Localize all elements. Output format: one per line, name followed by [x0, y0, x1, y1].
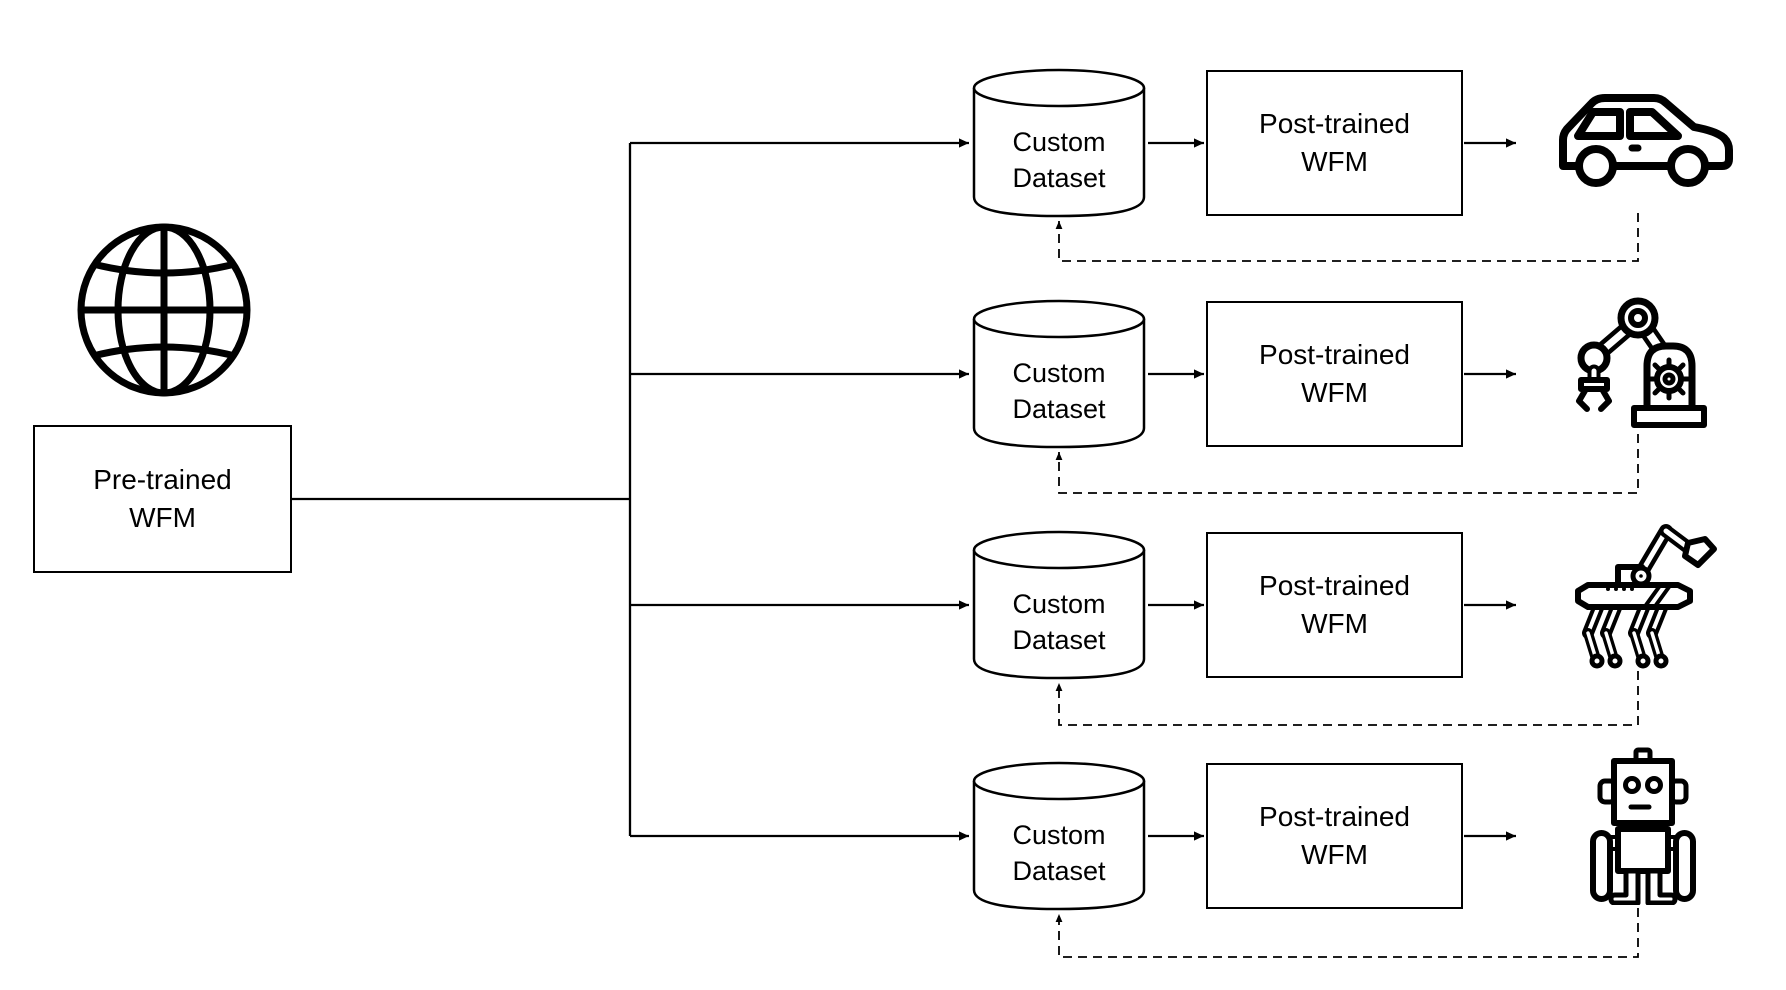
cylinder-shape	[972, 68, 1146, 218]
custom-dataset-cylinder-row4: Custom Dataset	[971, 760, 1147, 912]
custom-dataset-label: Custom Dataset	[971, 105, 1147, 215]
post-trained-wfm-label-line2: WFM	[1301, 608, 1368, 639]
custom-dataset-label-line2: Dataset	[1012, 856, 1106, 886]
custom-dataset-label-line2: Dataset	[1012, 625, 1106, 655]
pretrained-wfm-label-line1: Pre-trained	[93, 464, 232, 495]
globe-icon	[77, 223, 251, 397]
custom-dataset-cylinder-row2: Custom Dataset	[971, 298, 1147, 450]
custom-dataset-label: Custom Dataset	[971, 336, 1147, 446]
custom-dataset-label: Custom Dataset	[971, 798, 1147, 908]
custom-dataset-label-line1: Custom	[1012, 358, 1106, 388]
post-trained-wfm-box-row3: Post-trained WFM	[1206, 532, 1463, 678]
custom-dataset-label-line1: Custom	[1012, 589, 1106, 619]
custom-dataset-label-line2: Dataset	[1012, 394, 1106, 424]
post-trained-wfm-label-line1: Post-trained	[1259, 570, 1410, 601]
custom-dataset-label-line1: Custom	[1012, 820, 1106, 850]
feedback-line-row2	[1055, 434, 1639, 494]
pretrained-wfm-box: Pre-trained WFM	[33, 425, 292, 573]
cylinder-shape	[972, 761, 1146, 911]
custom-dataset-cylinder-row1: Custom Dataset	[971, 67, 1147, 219]
cylinder-shape	[972, 299, 1146, 449]
robot-arm-icon	[1576, 297, 1707, 428]
post-trained-wfm-label-line1: Post-trained	[1259, 339, 1410, 370]
post-trained-wfm-label-line2: WFM	[1301, 146, 1368, 177]
car-icon	[1559, 94, 1733, 187]
custom-dataset-label-line1: Custom	[1012, 127, 1106, 157]
post-trained-wfm-box-row2: Post-trained WFM	[1206, 301, 1463, 447]
custom-dataset-cylinder-row3: Custom Dataset	[971, 529, 1147, 681]
custom-dataset-label: Custom Dataset	[971, 567, 1147, 677]
feedback-line-row3	[1055, 671, 1639, 726]
humanoid-robot-icon	[1590, 747, 1696, 905]
post-trained-wfm-label-line1: Post-trained	[1259, 801, 1410, 832]
cylinder-shape	[972, 530, 1146, 680]
feedback-line-row1	[1055, 213, 1639, 262]
post-trained-wfm-label-line2: WFM	[1301, 377, 1368, 408]
post-trained-wfm-label-line2: WFM	[1301, 839, 1368, 870]
custom-dataset-label-line2: Dataset	[1012, 163, 1106, 193]
post-trained-wfm-label-line1: Post-trained	[1259, 108, 1410, 139]
post-trained-wfm-box-row1: Post-trained WFM	[1206, 70, 1463, 216]
pretrained-wfm-label-line2: WFM	[129, 502, 196, 533]
feedback-line-row4	[1055, 908, 1639, 958]
post-trained-wfm-box-row4: Post-trained WFM	[1206, 763, 1463, 909]
quadruped-robot-icon	[1575, 524, 1717, 669]
